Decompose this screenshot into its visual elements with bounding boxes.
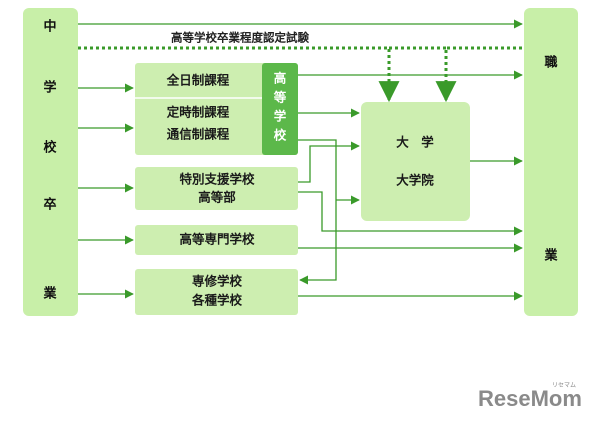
arrow-special-support-employment xyxy=(298,191,523,236)
special-support-label: 特別支援学校 xyxy=(179,172,255,187)
right-column-char: 職 xyxy=(544,55,557,71)
fulltime-course-label: 全日制課程 xyxy=(166,73,230,88)
left-column-char: 業 xyxy=(42,286,57,302)
college-of-technology-box xyxy=(135,225,298,255)
university-box xyxy=(361,102,470,221)
arrow-special-support-university xyxy=(298,141,360,183)
special-support-sub-label: 高等部 xyxy=(198,190,236,205)
specialized-school-label: 専修学校 xyxy=(192,274,243,289)
left-column-char: 学 xyxy=(43,80,56,96)
occupation-column xyxy=(524,8,578,316)
university-label: 大 学 xyxy=(396,135,434,150)
miscellaneous-school-label: 各種学校 xyxy=(191,293,243,308)
highschool-tag-char: 校 xyxy=(274,128,287,143)
specialized-school-box xyxy=(135,269,298,315)
highschool-tag xyxy=(262,63,298,155)
dotted-arrow-exam-university xyxy=(78,46,400,103)
logo-sub-text: リセマム xyxy=(552,382,577,389)
arrow-highschool-specialized xyxy=(298,139,337,285)
highschool-box xyxy=(135,63,298,155)
parttime-course-label: 定時制課程 xyxy=(166,105,230,120)
highschool-tag-char: 等 xyxy=(273,90,287,105)
special-support-box xyxy=(135,167,298,210)
right-column-char: 業 xyxy=(543,248,558,264)
left-column-char: 中 xyxy=(43,19,56,35)
correspondence-course-label: 通信制課程 xyxy=(167,127,230,142)
college-of-technology-label: 高等専門学校 xyxy=(179,232,255,247)
highschool-tag-char: 高 xyxy=(274,71,287,86)
logo-main-text: ReseMom xyxy=(478,386,582,411)
left-column-char: 卒 xyxy=(43,197,56,213)
exam-label: 高等学校卒業程度認定試験 xyxy=(171,31,309,45)
resemom-logo: ReseMom リセマム xyxy=(478,382,582,412)
junior-high-graduation-column xyxy=(23,8,78,316)
graduate-school-label: 大学院 xyxy=(396,173,434,188)
left-column-char: 校 xyxy=(43,140,57,156)
highschool-tag-char: 学 xyxy=(274,109,287,124)
dotted-arrow-exam-employment xyxy=(435,46,522,103)
